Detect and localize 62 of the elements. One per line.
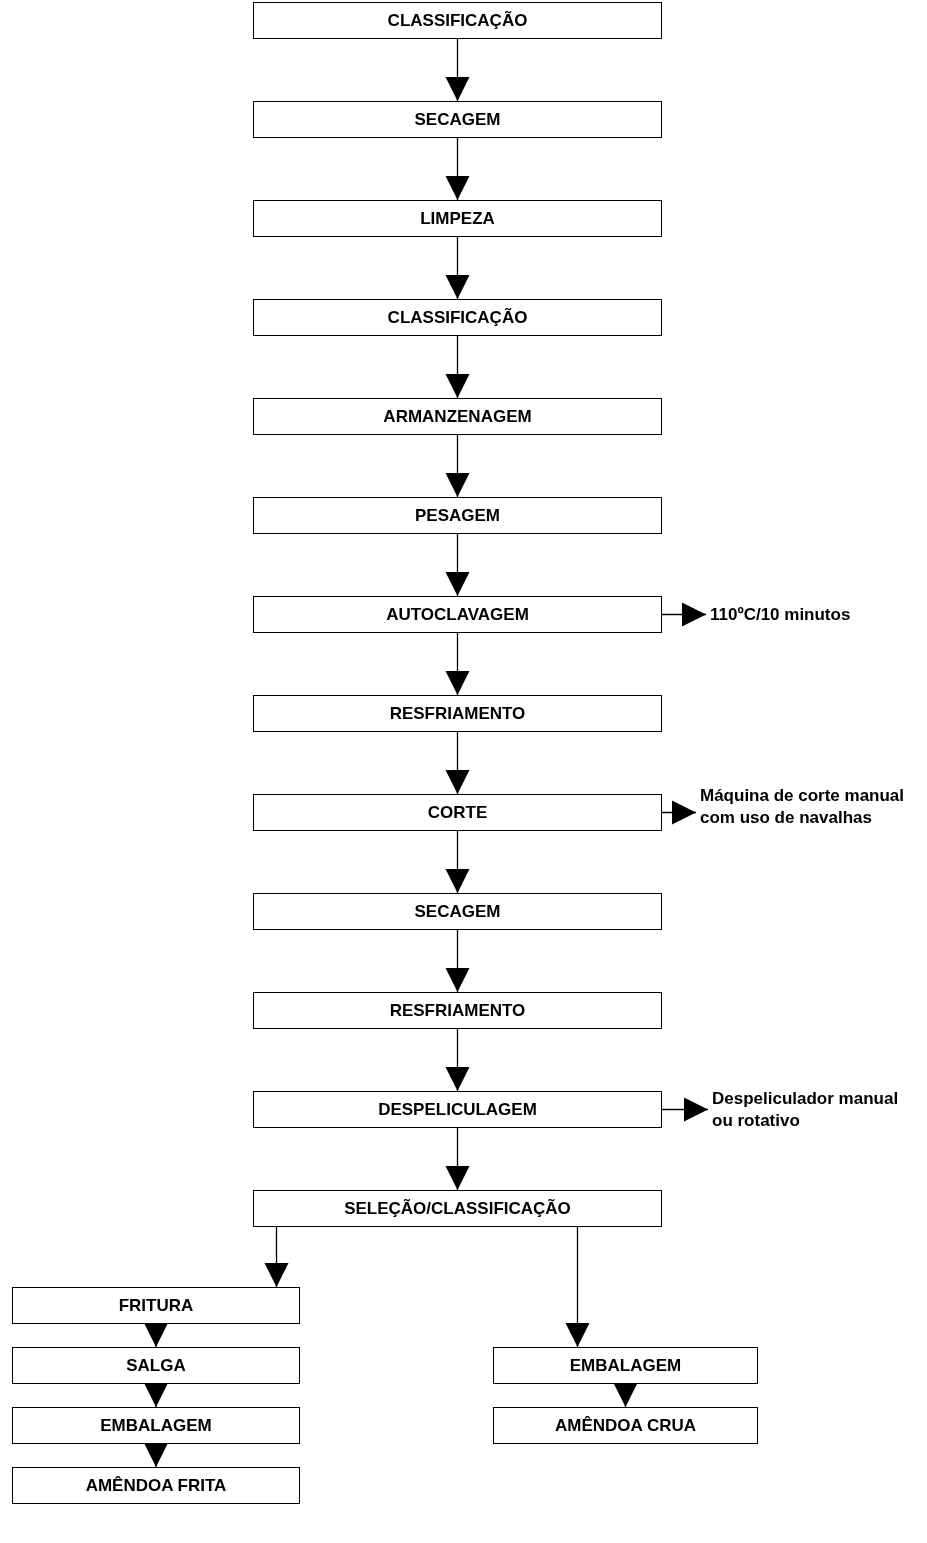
step-label: DESPELICULAGEM bbox=[378, 1099, 537, 1120]
process-box bbox=[253, 2, 662, 39]
arrow bbox=[445, 137, 470, 201]
process-box bbox=[12, 1467, 300, 1504]
process-box bbox=[493, 1407, 758, 1444]
note-text: 110ºC/10 minutos bbox=[710, 603, 851, 626]
step-label: ARMANZENAGEM bbox=[383, 406, 532, 427]
arrow bbox=[144, 1383, 168, 1408]
step-label: CLASSIFICAÇÃO bbox=[387, 10, 528, 31]
arrow bbox=[445, 434, 470, 498]
process-box bbox=[253, 398, 662, 435]
step-label: AMÊNDOA CRUA bbox=[555, 1415, 696, 1436]
process-box bbox=[493, 1347, 758, 1384]
step-label: CORTE bbox=[427, 802, 488, 823]
step-label: EMBALAGEM bbox=[569, 1355, 682, 1376]
process-box bbox=[253, 200, 662, 237]
step-label: SECAGEM bbox=[414, 901, 501, 922]
arrow bbox=[144, 1323, 168, 1348]
process-box bbox=[253, 299, 662, 336]
step-label: SALGA bbox=[126, 1355, 186, 1376]
arrow bbox=[445, 830, 470, 894]
arrow bbox=[445, 236, 470, 300]
arrow bbox=[445, 929, 470, 993]
arrow bbox=[445, 1127, 470, 1191]
arrow bbox=[661, 1097, 709, 1122]
process-box bbox=[253, 1190, 662, 1227]
arrow bbox=[445, 335, 470, 399]
process-box bbox=[253, 794, 662, 831]
process-box bbox=[253, 101, 662, 138]
process-box bbox=[253, 695, 662, 732]
step-label: FRITURA bbox=[118, 1295, 194, 1316]
step-label: AMÊNDOA FRITA bbox=[85, 1475, 227, 1496]
process-box bbox=[12, 1287, 300, 1324]
process-box bbox=[253, 992, 662, 1029]
arrow bbox=[445, 38, 470, 102]
step-label: SELEÇÃO/CLASSIFICAÇÃO bbox=[344, 1198, 571, 1219]
process-box bbox=[253, 893, 662, 930]
process-box bbox=[12, 1347, 300, 1384]
arrow bbox=[661, 602, 707, 627]
arrow bbox=[661, 800, 697, 825]
process-box bbox=[253, 497, 662, 534]
step-label: PESAGEM bbox=[415, 505, 500, 526]
process-box bbox=[253, 1091, 662, 1128]
arrow bbox=[445, 632, 470, 696]
step-label: LIMPEZA bbox=[420, 208, 495, 229]
step-label: CLASSIFICAÇÃO bbox=[387, 307, 528, 328]
process-box bbox=[253, 596, 662, 633]
note-text: Máquina de corte manual com uso de navalhas bbox=[700, 784, 906, 829]
step-label: RESFRIAMENTO bbox=[389, 1000, 526, 1021]
arrow bbox=[445, 1028, 470, 1092]
arrow bbox=[565, 1226, 590, 1348]
arrow bbox=[445, 533, 470, 597]
arrow bbox=[264, 1226, 289, 1288]
process-box bbox=[12, 1407, 300, 1444]
arrow bbox=[613, 1383, 638, 1408]
note-text: Despeliculador manual ou rotativo bbox=[712, 1087, 900, 1132]
step-label: AUTOCLAVAGEM bbox=[386, 604, 529, 625]
step-label: RESFRIAMENTO bbox=[389, 703, 526, 724]
arrow bbox=[445, 731, 470, 795]
arrow bbox=[144, 1443, 168, 1468]
step-label: EMBALAGEM bbox=[100, 1415, 212, 1436]
step-label: SECAGEM bbox=[414, 109, 501, 130]
